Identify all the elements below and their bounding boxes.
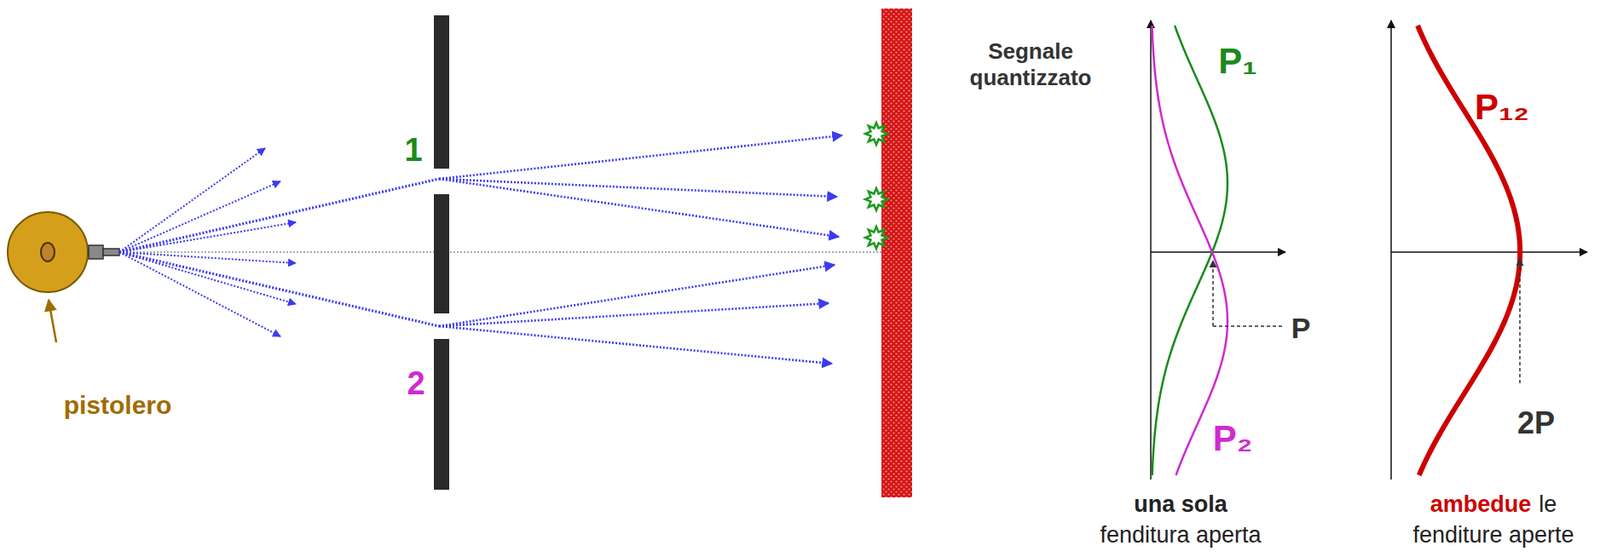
graph-axis [1149, 20, 1152, 480]
gunman-body [7, 212, 88, 293]
gun-barrel [88, 245, 104, 260]
caption-label: fenditure aperte [1412, 521, 1574, 549]
bullet-trajectory [438, 179, 839, 237]
slit-wall [433, 15, 450, 169]
leader-arrow [1212, 260, 1214, 327]
slit-number: 2 [406, 364, 425, 405]
bullet-trajectory [438, 303, 829, 327]
caption-label: una sola [1133, 490, 1228, 519]
bullet-trajectory [119, 252, 281, 337]
slit-wall [433, 194, 450, 314]
leader-line [1212, 325, 1283, 328]
leader-arrow [48, 300, 57, 343]
value-label: 2P [1517, 404, 1555, 442]
graph-axis [1390, 20, 1393, 480]
impact-mark [865, 122, 888, 145]
detector-screen [881, 8, 913, 498]
bullet-trajectory [438, 265, 835, 327]
bullet-trajectory [119, 252, 296, 264]
caption-label: ambedue [1430, 490, 1532, 519]
probability-curve [1152, 25, 1228, 476]
bullet-trajectory [438, 135, 843, 180]
graph-axis [1391, 251, 1588, 254]
caption-label: le [1538, 490, 1557, 519]
caption-label: fenditura aperta [1099, 521, 1261, 549]
impact-mark [865, 226, 888, 249]
impact-mark [865, 188, 888, 211]
curve-label: P₁₂ [1474, 86, 1530, 129]
leader-arrow [1519, 259, 1521, 384]
bullet-trajectory [119, 222, 296, 253]
slit-number: 1 [404, 131, 422, 171]
gun-muzzle [103, 248, 120, 256]
bullet-trajectory [438, 326, 832, 364]
slit-wall [433, 339, 450, 491]
gunman-head [40, 242, 55, 262]
bullet-trajectory [438, 179, 838, 197]
probability-curve [1151, 25, 1227, 476]
bullet-trajectory [119, 179, 439, 253]
bullet-trajectory [119, 252, 296, 305]
curve-label: P₁ [1218, 40, 1257, 83]
axis-line [119, 252, 882, 254]
bullet-trajectory [119, 252, 439, 327]
bullet-trajectory [119, 148, 266, 253]
caption-label: pistolero [63, 390, 173, 422]
graph-axis [1150, 251, 1286, 254]
bullet-trajectory [119, 181, 281, 253]
axis-title: Segnale quantizzato [936, 38, 1125, 92]
curve-label: P₂ [1212, 417, 1254, 461]
value-label: P [1291, 311, 1312, 347]
